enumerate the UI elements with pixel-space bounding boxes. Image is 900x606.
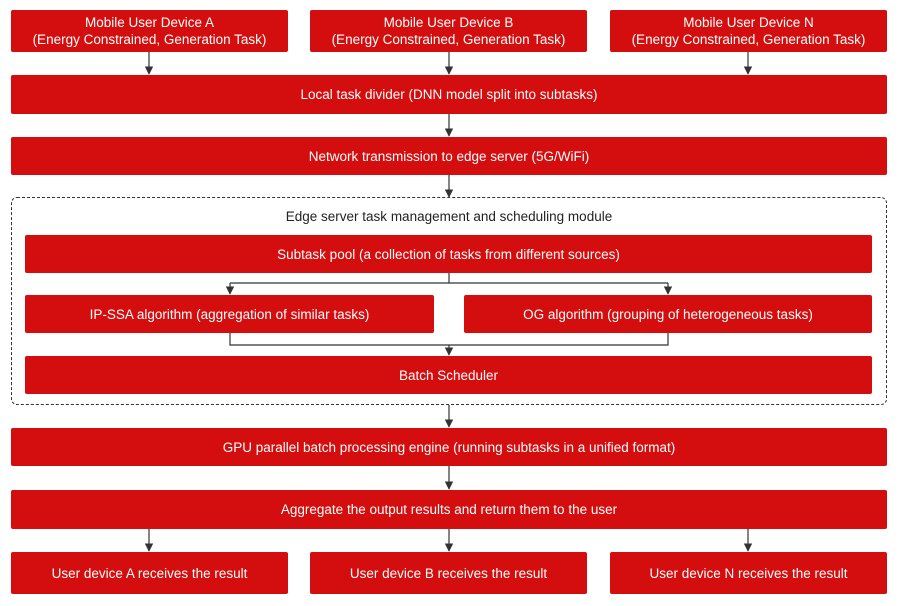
gpu-engine-label: GPU parallel batch processing engine (ru… bbox=[222, 439, 676, 455]
receiver-a-label: User device A receives the result bbox=[51, 565, 248, 581]
local-task-divider-box: Local task divider (DNN model split into… bbox=[11, 75, 887, 114]
ip-ssa-label: IP-SSA algorithm (aggregation of similar… bbox=[89, 306, 370, 322]
receiver-n-box: User device N receives the result bbox=[610, 552, 887, 594]
local-task-divider-label: Local task divider (DNN model split into… bbox=[300, 87, 598, 102]
aggregate-label: Aggregate the output results and return … bbox=[280, 502, 618, 517]
gpu-engine-box: GPU parallel batch processing engine (ru… bbox=[11, 428, 887, 466]
ip-ssa-box: IP-SSA algorithm (aggregation of similar… bbox=[25, 295, 434, 333]
device-a-box: Mobile User Device A (Energy Constrained… bbox=[11, 10, 288, 52]
device-n-box: Mobile User Device N (Energy Constrained… bbox=[610, 10, 887, 52]
device-b-subtitle: (Energy Constrained, Generation Task) bbox=[331, 32, 566, 47]
batch-scheduler-box: Batch Scheduler bbox=[25, 356, 872, 394]
network-transmission-label: Network transmission to edge server (5G/… bbox=[308, 148, 590, 164]
device-a-subtitle: (Energy Constrained, Generation Task) bbox=[32, 32, 267, 47]
network-transmission-box: Network transmission to edge server (5G/… bbox=[11, 137, 887, 175]
edge-module-title: Edge server task management and scheduli… bbox=[285, 209, 613, 224]
subtask-pool-box: Subtask pool (a collection of tasks from… bbox=[25, 235, 872, 273]
receiver-b-label: User device B receives the result bbox=[349, 565, 548, 581]
edge-module-frame bbox=[11, 197, 887, 405]
og-box: OG algorithm (grouping of heterogeneous … bbox=[464, 295, 872, 333]
receiver-b-box: User device B receives the result bbox=[310, 552, 587, 594]
subtask-pool-label: Subtask pool (a collection of tasks from… bbox=[277, 246, 620, 262]
device-n-subtitle: (Energy Constrained, Generation Task) bbox=[631, 32, 866, 47]
device-n-name: Mobile User Device N bbox=[683, 15, 814, 30]
og-label: OG algorithm (grouping of heterogeneous … bbox=[523, 306, 813, 322]
batch-scheduler-label: Batch Scheduler bbox=[398, 367, 499, 383]
arrow-pool-split bbox=[230, 273, 668, 284]
device-b-box: Mobile User Device B (Energy Constrained… bbox=[310, 10, 587, 52]
receiver-n-label: User device N receives the result bbox=[649, 565, 848, 581]
device-a-name: Mobile User Device A bbox=[84, 15, 215, 30]
aggregate-box: Aggregate the output results and return … bbox=[11, 490, 887, 529]
receiver-a-box: User device A receives the result bbox=[11, 552, 288, 594]
device-b-name: Mobile User Device B bbox=[383, 15, 514, 30]
